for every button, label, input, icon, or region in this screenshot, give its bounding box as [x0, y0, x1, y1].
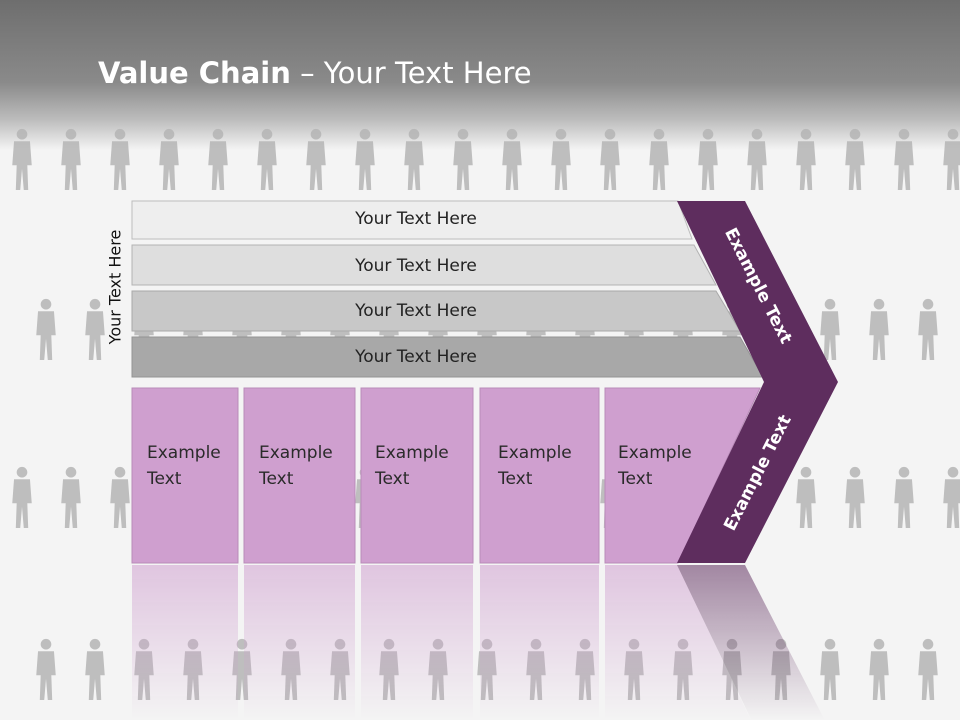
person-silhouette [404, 128, 424, 190]
diagram-reflection [132, 565, 825, 720]
person-silhouette [110, 466, 130, 528]
box-4 [479, 387, 600, 564]
person-silhouette [61, 128, 81, 190]
box-1-line-2: Text [147, 469, 182, 489]
person-silhouette [820, 298, 840, 360]
person-silhouette [894, 466, 914, 528]
box-4-label: Example Text [498, 440, 598, 492]
box-4-line-1: Example [498, 443, 572, 463]
box-3-line-1: Example [375, 443, 449, 463]
bar-3-label: Your Text Here [355, 301, 477, 321]
header-band [0, 0, 960, 150]
bar-1-label: Your Text Here [355, 209, 477, 229]
person-silhouette [551, 128, 571, 190]
box-1-line-1: Example [147, 443, 221, 463]
person-silhouette [61, 466, 81, 528]
box-2 [243, 387, 356, 564]
person-silhouette [159, 128, 179, 190]
box-1-label: Example Text [147, 440, 247, 492]
box-2-line-1: Example [259, 443, 333, 463]
person-silhouette [943, 128, 960, 190]
person-silhouette [698, 128, 718, 190]
person-silhouette [869, 638, 889, 700]
person-silhouette [502, 128, 522, 190]
bar-4-label: Your Text Here [355, 347, 477, 367]
person-silhouette [36, 298, 56, 360]
person-silhouette [845, 466, 865, 528]
bar-2-label: Your Text Here [355, 256, 477, 276]
person-silhouette [36, 638, 56, 700]
person-silhouette [12, 466, 32, 528]
box-3 [360, 387, 474, 564]
person-silhouette [747, 128, 767, 190]
box-2-line-2: Text [259, 469, 294, 489]
box-2-label: Example Text [259, 440, 359, 492]
person-silhouette [257, 128, 277, 190]
person-silhouette [85, 638, 105, 700]
box-3-label: Example Text [375, 440, 475, 492]
chevron-arrow [677, 201, 838, 563]
bar-2 [131, 244, 717, 286]
person-silhouette [845, 128, 865, 190]
person-silhouette [12, 128, 32, 190]
person-silhouette [918, 298, 938, 360]
person-silhouette [796, 466, 816, 528]
side-label: Your Text Here [105, 229, 125, 345]
person-silhouette [600, 128, 620, 190]
person-silhouette [820, 638, 840, 700]
box-4-line-2: Text [498, 469, 533, 489]
person-silhouette [453, 128, 473, 190]
title-bold: Value Chain [98, 56, 291, 90]
person-silhouette [869, 298, 889, 360]
person-silhouette [943, 466, 960, 528]
bar-1 [131, 200, 693, 240]
box-3-line-2: Text [375, 469, 410, 489]
person-silhouette [894, 128, 914, 190]
person-silhouette [918, 638, 938, 700]
title-rest: – Your Text Here [290, 56, 532, 90]
person-silhouette [85, 298, 105, 360]
box-5-label: Example Text [618, 440, 718, 492]
person-silhouette [208, 128, 228, 190]
box-1 [131, 387, 239, 564]
box-5-line-2: Text [618, 469, 653, 489]
person-silhouette [110, 128, 130, 190]
person-silhouette [355, 128, 375, 190]
person-silhouette [796, 128, 816, 190]
slide-title: Value Chain – Your Text Here [98, 56, 532, 90]
box-5-line-1: Example [618, 443, 692, 463]
person-silhouette [649, 128, 669, 190]
person-silhouette [306, 128, 326, 190]
